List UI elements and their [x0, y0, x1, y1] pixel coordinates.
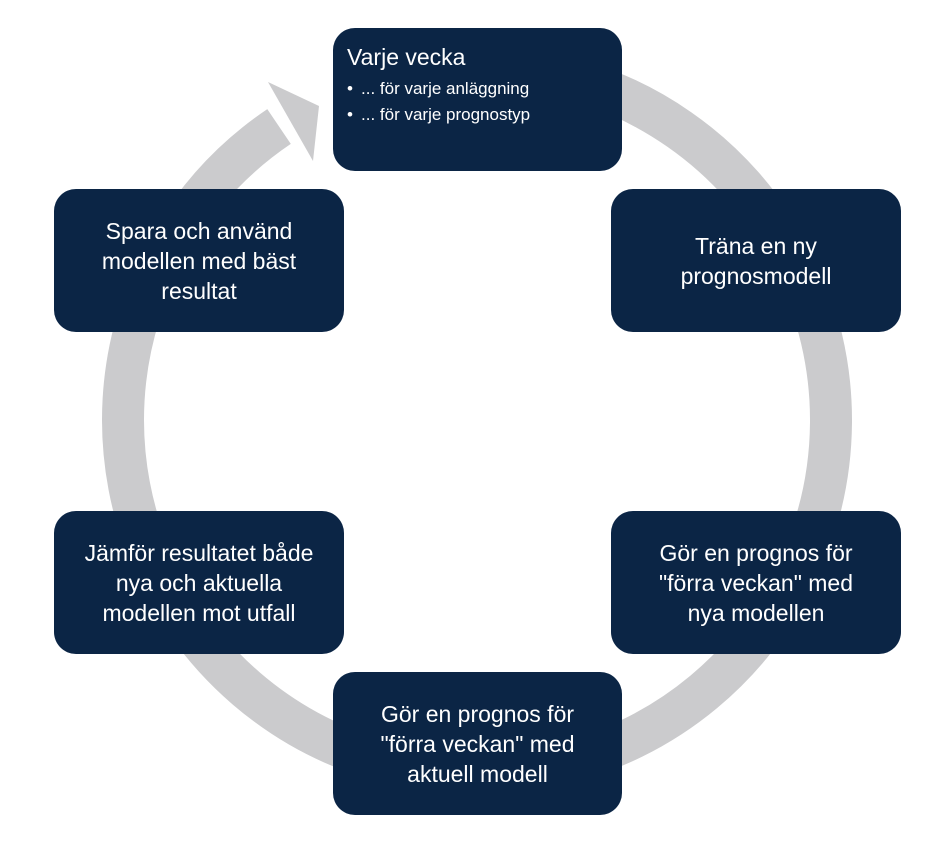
cycle-arrow-arc [102, 50, 852, 795]
step-save-best-model: Spara och använd modellen med bäst resul… [54, 189, 344, 332]
step-train-model: Träna en ny prognosmodell [611, 189, 901, 332]
step-text: Träna en ny prognosmodell [680, 232, 832, 289]
step-compare-results: Jämför resultatet både nya och aktuella … [54, 511, 344, 654]
step-text: Spara och använd modellen med bäst resul… [101, 217, 297, 304]
step-weekly-title: Varje vecka [347, 44, 466, 70]
step-text: Jämför resultatet både nya och aktuella … [84, 539, 314, 626]
step-forecast-current-model: Gör en prognos för "förra veckan" med ak… [333, 672, 622, 815]
bullet-icon: • [347, 105, 353, 124]
step-text: Gör en prognos för "förra veckan" med ny… [658, 539, 854, 626]
bullet-item: •... för varje prognostyp [347, 102, 622, 128]
step-weekly-bullets: •... för varje anläggning •... för varje… [347, 76, 622, 128]
cycle-arrowhead [268, 82, 319, 161]
bullet-icon: • [347, 79, 353, 98]
step-forecast-new-model: Gör en prognos för "förra veckan" med ny… [611, 511, 901, 654]
step-weekly: Varje vecka •... för varje anläggning •.… [333, 28, 622, 171]
step-text: Gör en prognos för "förra veckan" med ak… [380, 700, 575, 787]
bullet-item: •... för varje anläggning [347, 76, 622, 102]
